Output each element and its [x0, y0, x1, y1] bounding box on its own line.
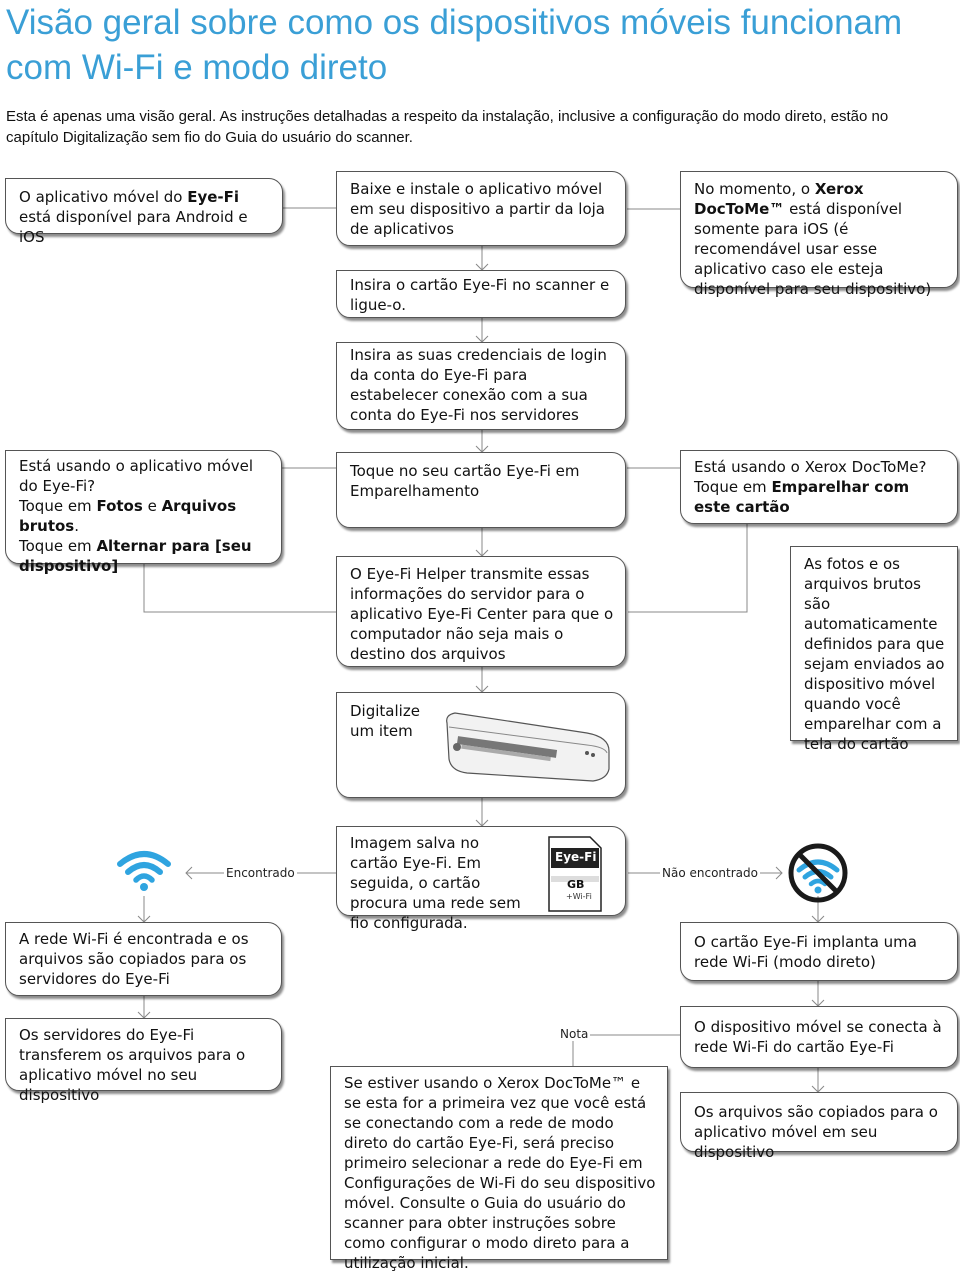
doctome-bold: Xerox DocToMe™	[694, 180, 864, 218]
using-doctome-box: Está usando o Xerox DocToMe? Toque em Em…	[680, 450, 958, 524]
scan-item-box: Digitalize um item	[336, 692, 626, 798]
insert-card-box: Insira o cartão Eye-Fi no scanner e ligu…	[336, 270, 626, 318]
login-box: Insira as suas credenciais de login da c…	[336, 342, 626, 430]
sd-card-brand: Eye-Fi	[555, 850, 597, 864]
page-title: Visão geral sobre como os dispositivos m…	[6, 3, 903, 87]
app-available-text-2: está disponível para Android e iOS	[19, 208, 248, 246]
note-label: Nota	[558, 1027, 591, 1041]
using-eyefi-tap: Toque em	[19, 497, 97, 515]
pair-with-card-bold: Emparelhar com este cartão	[694, 478, 910, 516]
scan-item-text: Digitalize um item	[350, 702, 420, 740]
app-available-text: O aplicativo móvel do	[19, 188, 188, 206]
sd-card-capacity: GB	[567, 878, 585, 891]
files-copied-box: Os arquivos são copiados para o aplicati…	[680, 1092, 958, 1161]
sd-card-sub: +Wi-Fi	[566, 892, 592, 901]
wifi-unavailable-icon	[788, 843, 848, 903]
scanner-icon	[446, 712, 610, 782]
network-found-box: A rede Wi-Fi é encontrada e os arquivos …	[5, 922, 282, 996]
using-eyefi-question: Está usando o aplicativo móvel do Eye-Fi…	[19, 457, 253, 495]
not-found-label: Não encontrado	[660, 866, 760, 880]
eyefi-bold: Eye-Fi	[187, 188, 240, 206]
tap-pairing-box: Toque no seu cartão Eye-Fi em Emparelham…	[336, 452, 626, 528]
using-doctome-question: Está usando o Xerox DocToMe?	[694, 458, 927, 476]
photos-bold: Fotos	[96, 497, 143, 515]
intro-paragraph: Esta é apenas uma visão geral. As instru…	[6, 108, 889, 146]
auto-defined-box: As fotos e os arquivos brutos são automa…	[790, 546, 958, 753]
helper-box: O Eye-Fi Helper transmite essas informaç…	[336, 556, 626, 667]
doctome-text: No momento, o	[694, 180, 815, 198]
using-eyefi-period: .	[74, 517, 79, 535]
sd-card-icon: Eye-Fi GB +Wi-Fi	[548, 836, 602, 912]
found-label: Encontrado	[224, 866, 297, 880]
using-eyefi-and: e	[142, 497, 162, 515]
sd-card-shape	[548, 836, 602, 912]
note-box: Se estiver usando o Xerox DocToMe™ e se …	[330, 1066, 668, 1272]
raw-files-bold: Arquivos brutos	[19, 497, 237, 535]
using-eyefi-app-box: Está usando o aplicativo móvel do Eye-Fi…	[5, 450, 282, 575]
device-connects-box: O dispositivo móvel se conecta à rede Wi…	[680, 1006, 958, 1068]
download-app-box: Baixe e instale o aplicativo móvel em se…	[336, 171, 626, 246]
servers-transfer-box: Os servidores do Eye-Fi transferem os ar…	[5, 1018, 282, 1104]
using-eyefi-tap-2: Toque em	[19, 537, 97, 555]
switch-to-device-bold: Alternar para [seu dispositivo]	[19, 537, 252, 575]
doctome-text-2: está disponível somente para iOS (é reco…	[694, 200, 932, 298]
wifi-icon	[117, 851, 171, 891]
using-doctome-tap: Toque em	[694, 478, 772, 496]
doctome-availability-box: No momento, o Xerox DocToMe™ está dispon…	[680, 171, 958, 298]
app-available-box: O aplicativo móvel do Eye-Fi está dispon…	[5, 178, 283, 246]
direct-mode-box: O cartão Eye-Fi implanta uma rede Wi-Fi …	[680, 922, 958, 981]
